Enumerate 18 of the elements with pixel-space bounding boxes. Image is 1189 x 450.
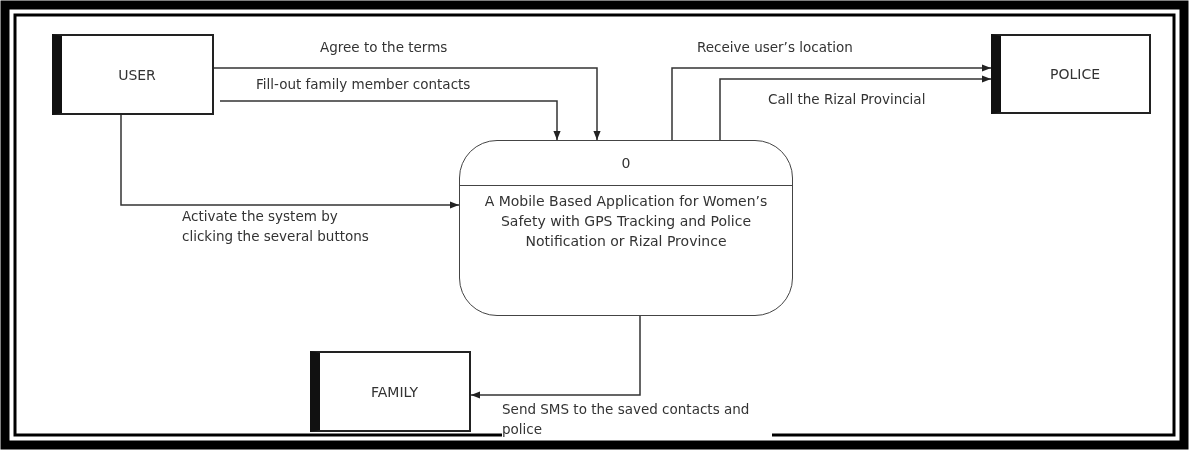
edge-label: Send SMS to the saved contacts and police [502, 400, 772, 440]
family-entity-box [310, 351, 471, 432]
arrow [120, 114, 460, 209]
arrow [719, 75, 992, 141]
entity-name: POLICE [1050, 66, 1100, 82]
arrow [671, 64, 992, 141]
arrow [219, 100, 561, 141]
entity-name: USER [118, 66, 156, 83]
edge-label: Agree to the terms [320, 38, 448, 58]
process-name: A Mobile Based Application for Women’s Safety with GPS Tracking and Police Notification or Rizal Province [483, 192, 769, 251]
user-entity-box [52, 34, 214, 115]
arrow [213, 67, 601, 141]
process-box [459, 140, 793, 316]
process-number: 0 [621, 155, 631, 171]
edge-label: Fill-out family member contacts [256, 75, 471, 95]
entity-name: FAMILY [370, 383, 418, 400]
police-entity-box [991, 34, 1151, 114]
arrow [470, 315, 641, 399]
